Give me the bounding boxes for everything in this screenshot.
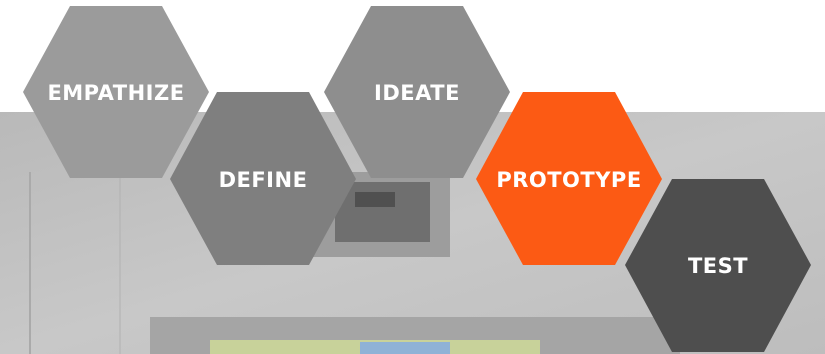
hexagon-prototype: PROTOTYPE <box>476 92 662 265</box>
hexagon-ideate: IDEATE <box>324 6 510 178</box>
hexagon-test: TEST <box>625 179 811 352</box>
label-empathize: EMPATHIZE <box>47 81 184 105</box>
label-prototype: PROTOTYPE <box>496 168 641 192</box>
hexagon-define: DEFINE <box>170 92 356 265</box>
label-test: TEST <box>688 254 748 278</box>
label-define: DEFINE <box>219 168 308 192</box>
hexagon-empathize: EMPATHIZE <box>23 6 209 178</box>
label-ideate: IDEATE <box>374 81 460 105</box>
